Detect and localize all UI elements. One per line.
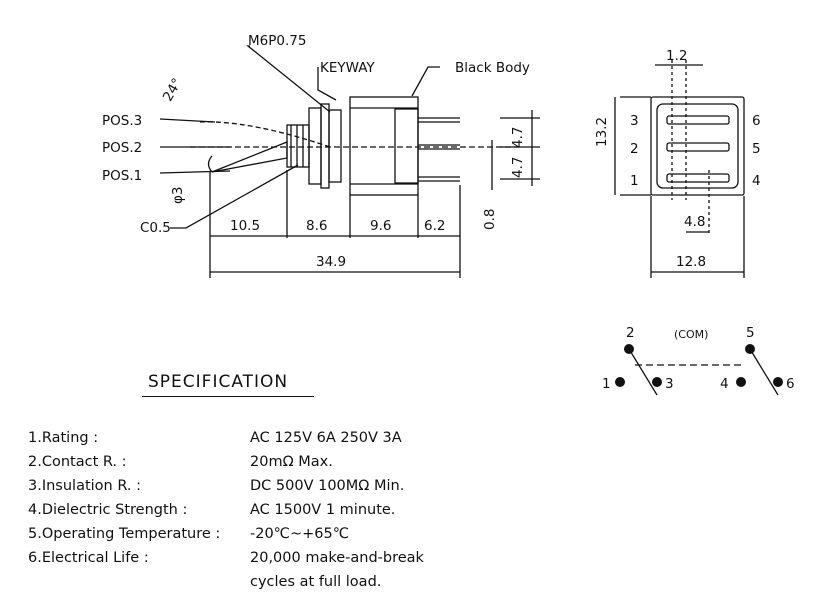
spec-value: 20,000 make-and-break (250, 550, 424, 566)
specification-underline (142, 396, 314, 397)
angle-label: 24° (160, 75, 186, 104)
pos3-label: POS.3 (102, 113, 142, 129)
spec-value: AC 125V 6A 250V 3A (250, 430, 402, 446)
switch-blade-left (628, 348, 658, 396)
schematic-n1: 1 (602, 376, 611, 392)
pin-label-1: 1 (630, 173, 639, 189)
dim-4-7-a: 4.7 (510, 127, 526, 148)
dim-8-6: 8.6 (306, 218, 327, 234)
dim-6-2: 6.2 (424, 218, 445, 234)
schematic-n5: 5 (746, 325, 755, 341)
terminal-6 (773, 377, 783, 387)
terminal-5 (745, 344, 755, 354)
dim-34-9: 34.9 (316, 254, 346, 270)
contact-row-2 (666, 142, 730, 152)
dim-4-8: 4.8 (684, 214, 705, 230)
spec-label: 3.Insulation R. : (28, 478, 142, 494)
pos1-label: POS.1 (102, 168, 142, 184)
keyway-label: KEYWAY (320, 60, 375, 76)
pin-label-4: 4 (752, 173, 761, 189)
schematic-n6: 6 (786, 376, 795, 392)
top-view-body (650, 96, 745, 196)
specification-title: SPECIFICATION (148, 372, 289, 392)
contact-row-1 (666, 173, 730, 183)
schematic-n2: 2 (626, 325, 635, 341)
schematic-n4: 4 (720, 376, 729, 392)
nut-2 (328, 109, 342, 183)
body-label: Black Body (455, 60, 530, 76)
dim-12-8: 12.8 (676, 254, 706, 270)
spec-label: 5.Operating Temperature : (28, 526, 221, 542)
terminal-1 (615, 377, 625, 387)
dim-10-5: 10.5 (230, 218, 260, 234)
terminal-4 (736, 377, 746, 387)
schematic-n3: 3 (665, 376, 674, 392)
hex-nut (308, 107, 322, 185)
phi-label: φ3 (170, 187, 186, 205)
pin-label-3: 3 (630, 113, 639, 129)
pin-label-5: 5 (752, 141, 761, 157)
spec-value: -20℃~+65℃ (250, 526, 350, 542)
spec-label: 2.Contact R. : (28, 454, 127, 470)
contact-row-3 (666, 115, 730, 125)
base-plate (394, 108, 419, 184)
switch-blade-right (749, 348, 779, 396)
pos2-label: POS.2 (102, 140, 142, 156)
thread-label: M6P0.75 (248, 33, 306, 49)
spec-value: 20mΩ Max. (250, 454, 333, 470)
spec-label: 1.Rating : (28, 430, 99, 446)
spec-value: DC 500V 100MΩ Min. (250, 478, 405, 494)
spec-value: cycles at full load. (250, 574, 382, 590)
pin-label-2: 2 (630, 141, 639, 157)
spec-label: 6.Electrical Life : (28, 550, 149, 566)
chamfer-label: C0.5 (140, 220, 171, 236)
dim-1-2: 1.2 (666, 48, 687, 64)
dim-9-6: 9.6 (370, 218, 391, 234)
dim-4-7-b: 4.7 (510, 157, 526, 178)
terminal-2 (624, 344, 634, 354)
threaded-bushing (286, 124, 310, 168)
terminal-3 (652, 377, 662, 387)
dim-13-2: 13.2 (594, 117, 610, 147)
spec-value: AC 1500V 1 minute. (250, 502, 396, 518)
pin-label-6: 6 (752, 113, 761, 129)
dim-0-8: 0.8 (482, 209, 498, 230)
schematic-com: (COM) (674, 328, 708, 341)
spec-label: 4.Dielectric Strength : (28, 502, 188, 518)
switch-body (349, 96, 419, 196)
